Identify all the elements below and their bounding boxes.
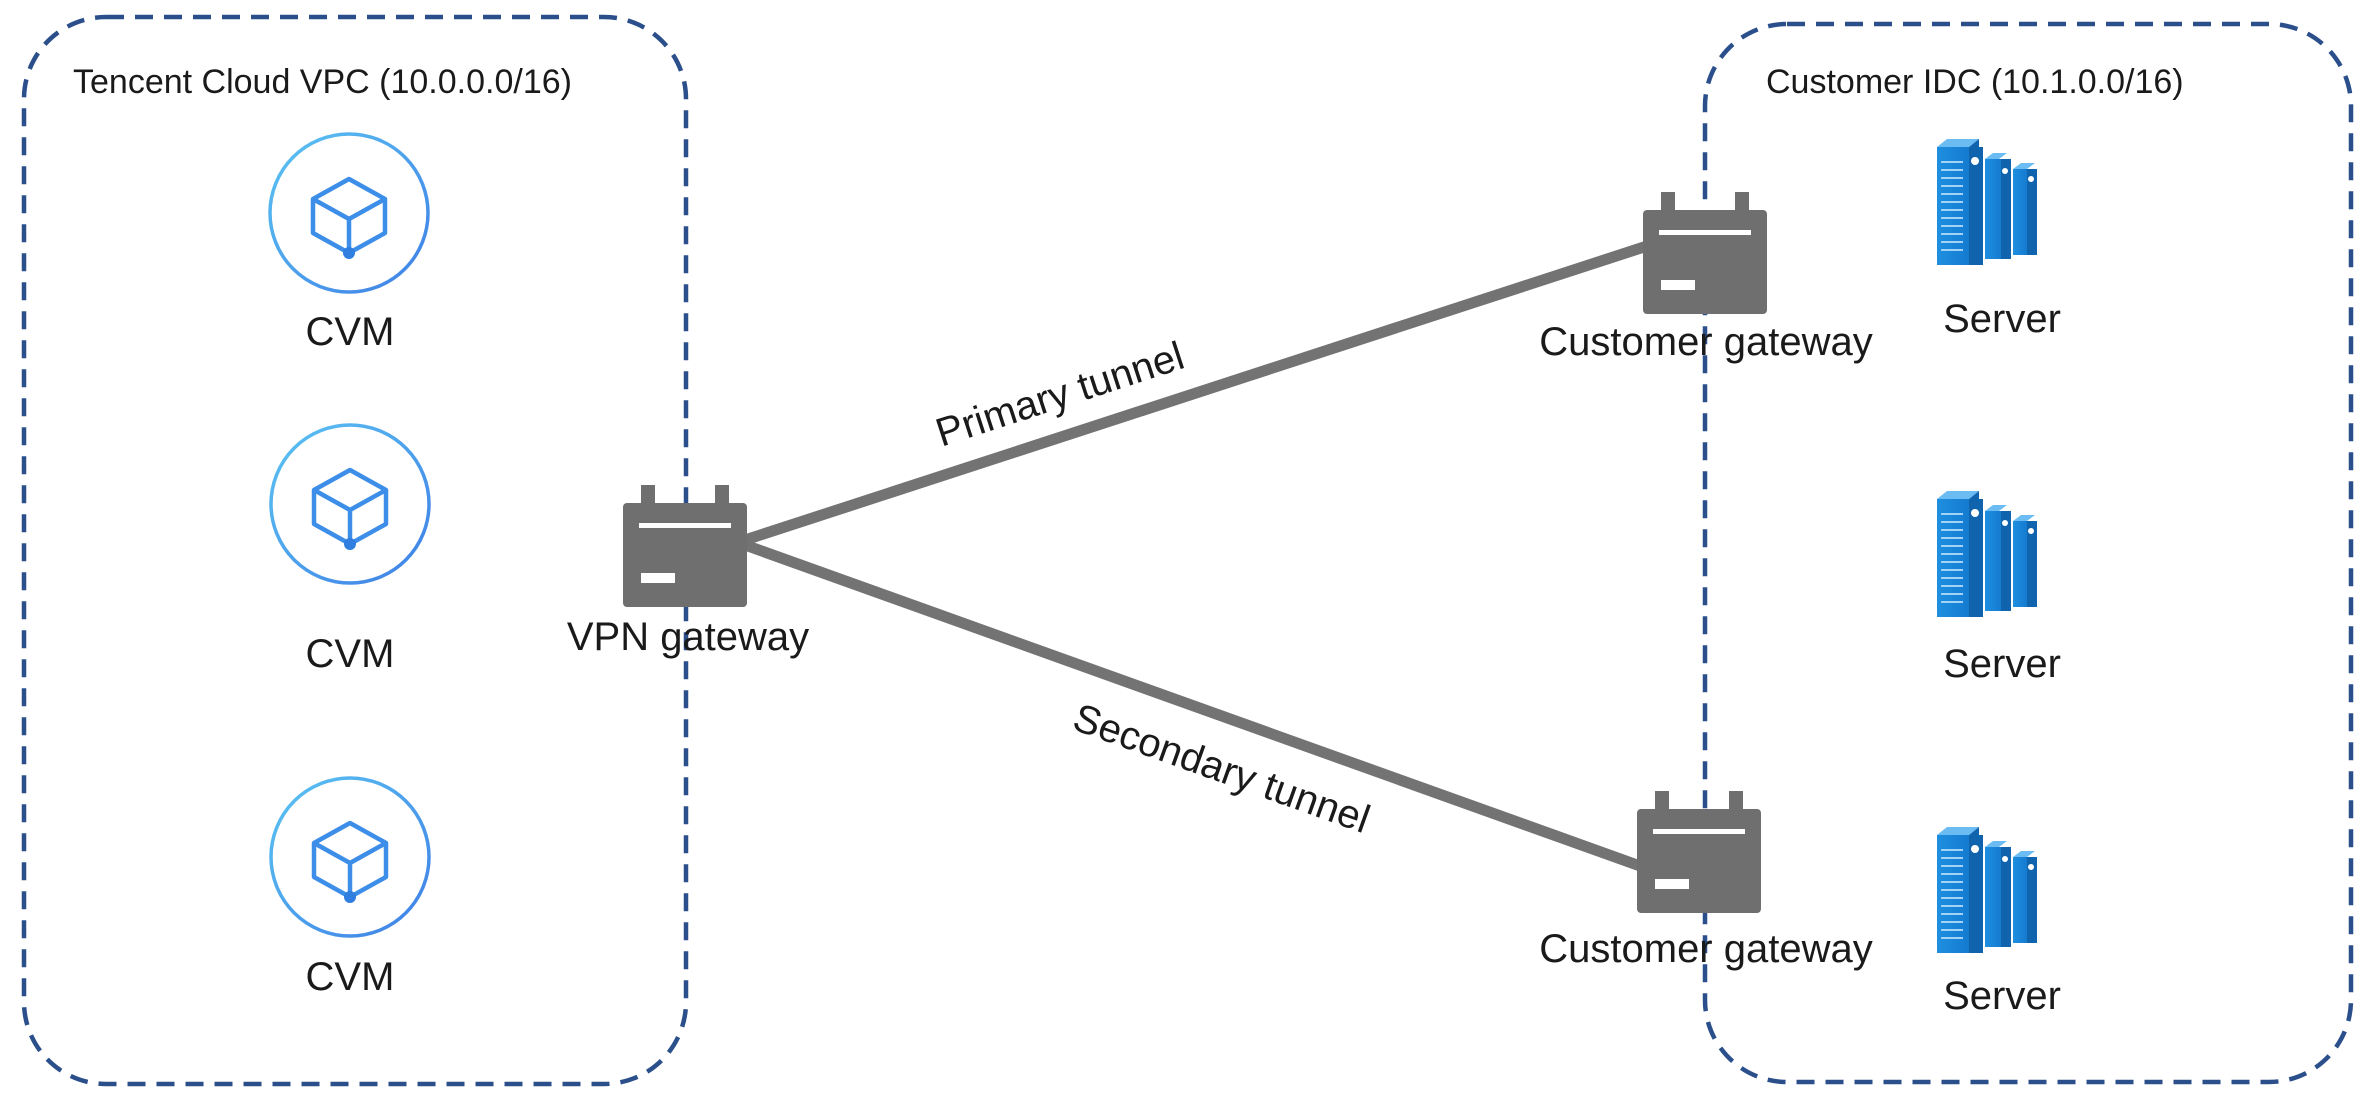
cvm-label: CVM: [306, 310, 395, 354]
cvm-node: CVM: [271, 425, 429, 676]
vpn-gateway-label: VPN gateway: [567, 615, 809, 659]
vpc-region-boundary: [21, 14, 689, 1087]
server-icon: [1937, 827, 2037, 953]
gateway-icon: [623, 485, 747, 607]
cvm-label: CVM: [306, 955, 395, 999]
idc-region-boundary: [1702, 21, 2354, 1085]
server-label: Server: [1943, 642, 2061, 686]
primary-tunnel-line: [739, 241, 1650, 546]
secondary-tunnel-line: [739, 539, 1646, 872]
server-icon: [1937, 139, 2037, 265]
cvm-cube-icon: [270, 134, 428, 292]
customer-gateway-label: Customer gateway: [1539, 320, 1872, 364]
server-node: Server: [1937, 827, 2061, 1018]
server-icon: [1937, 491, 2037, 617]
cvm-label: CVM: [306, 632, 395, 676]
cvm-cube-icon: [271, 778, 429, 936]
gateway-icon: [1643, 192, 1767, 314]
server-node: Server: [1937, 139, 2061, 341]
cvm-cube-icon: [271, 425, 429, 583]
idc-region-title: Customer IDC (10.1.0.0/16): [1766, 63, 2184, 101]
server-label: Server: [1943, 974, 2061, 1018]
customer-gateway-node: Customer gateway: [1539, 791, 1873, 971]
vpc-region-title: Tencent Cloud VPC (10.0.0.0/16): [73, 63, 572, 101]
cvm-node: CVM: [270, 134, 428, 354]
cvm-node: CVM: [271, 778, 429, 999]
server-node: Server: [1937, 491, 2061, 686]
gateway-icon: [1637, 791, 1761, 913]
server-label: Server: [1943, 297, 2061, 341]
customer-gateway-node: Customer gateway: [1539, 192, 1873, 364]
vpn-gateway-node: VPN gateway: [567, 485, 809, 659]
customer-gateway-label: Customer gateway: [1539, 927, 1872, 971]
